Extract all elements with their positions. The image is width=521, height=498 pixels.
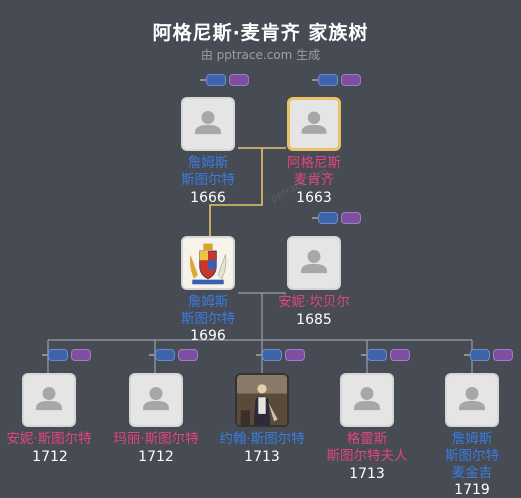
child4-photo[interactable]: [340, 373, 394, 427]
person-avatar-icon: [459, 387, 485, 411]
person-avatar-icon: [195, 111, 221, 135]
info-button[interactable]: [229, 74, 249, 86]
info-button[interactable]: [390, 349, 410, 361]
child5-year: 1719: [454, 482, 490, 498]
child2-photo[interactable]: [129, 373, 183, 427]
expand-button[interactable]: [318, 74, 338, 86]
grandmother-year: 1663: [296, 190, 332, 206]
info-button[interactable]: [341, 212, 361, 224]
person-avatar-icon: [354, 387, 380, 411]
child4-year: 1713: [349, 466, 385, 482]
lineage-highlight-line: [209, 147, 263, 236]
child3-name[interactable]: 约翰·斯图尔特: [219, 431, 305, 447]
mother-year: 1685: [296, 312, 332, 328]
person-avatar-icon: [36, 387, 62, 411]
child1-year: 1712: [32, 449, 68, 465]
info-button[interactable]: [493, 349, 513, 361]
person-avatar-icon: [143, 387, 169, 411]
expand-button[interactable]: [206, 74, 226, 86]
child4-name[interactable]: 格雷斯 斯图尔特夫人: [326, 431, 408, 464]
mother-name[interactable]: 安妮·坎贝尔: [278, 294, 350, 310]
expand-button[interactable]: [318, 212, 338, 224]
info-button[interactable]: [178, 349, 198, 361]
page-subtitle: 由 pptrace.com 生成: [200, 48, 321, 62]
grandfather-photo[interactable]: [181, 97, 235, 151]
grandfather-year: 1666: [190, 190, 226, 206]
child1-photo[interactable]: [22, 373, 76, 427]
child1-name[interactable]: 安妮·斯图尔特: [6, 431, 92, 447]
grandmother-photo[interactable]: [287, 97, 341, 151]
child2-year: 1712: [138, 449, 174, 465]
father-photo[interactable]: [181, 236, 235, 290]
expand-button[interactable]: [48, 349, 68, 361]
father-name[interactable]: 詹姆斯 斯图尔特: [181, 294, 235, 327]
child5-photo[interactable]: [445, 373, 499, 427]
child3-year: 1713: [244, 449, 280, 465]
expand-button[interactable]: [155, 349, 175, 361]
child5-name[interactable]: 詹姆斯 斯图尔特 麦金吉: [445, 431, 499, 481]
child3-photo[interactable]: [235, 373, 289, 427]
person-avatar-icon: [301, 250, 327, 274]
father-year: 1696: [190, 328, 226, 344]
info-button[interactable]: [71, 349, 91, 361]
child2-name[interactable]: 玛丽·斯图尔特: [113, 431, 199, 447]
info-button[interactable]: [285, 349, 305, 361]
page-title: 阿格尼斯·麦肯齐 家族树: [152, 22, 369, 44]
expand-button[interactable]: [367, 349, 387, 361]
expand-button[interactable]: [470, 349, 490, 361]
grandmother-name[interactable]: 阿格尼斯 麦肯齐: [287, 155, 341, 188]
person-avatar-icon: [301, 111, 327, 134]
mother-photo[interactable]: [287, 236, 341, 290]
portrait-painting-icon: [237, 375, 287, 425]
expand-button[interactable]: [262, 349, 282, 361]
grandfather-name[interactable]: 詹姆斯 斯图尔特: [181, 155, 235, 188]
coat-of-arms-icon: [183, 238, 233, 288]
info-button[interactable]: [341, 74, 361, 86]
